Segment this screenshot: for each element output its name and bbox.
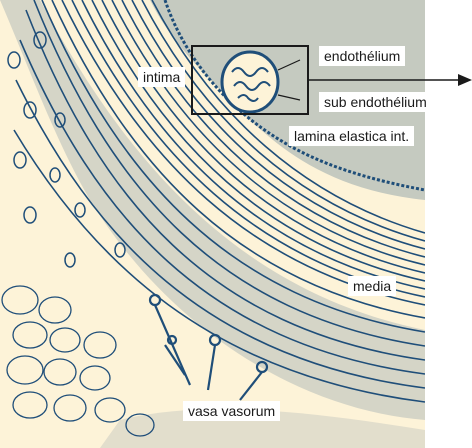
label-intima: intima [138, 67, 185, 87]
label-vasa-vasorum: vasa vasorum [183, 401, 280, 421]
label-media: media [348, 276, 396, 296]
label-lamina-elastica: lamina elastica int. [289, 126, 414, 146]
label-endothelium: endothélium [319, 46, 405, 66]
label-sub-endothelium: sub endothélium [319, 92, 432, 112]
